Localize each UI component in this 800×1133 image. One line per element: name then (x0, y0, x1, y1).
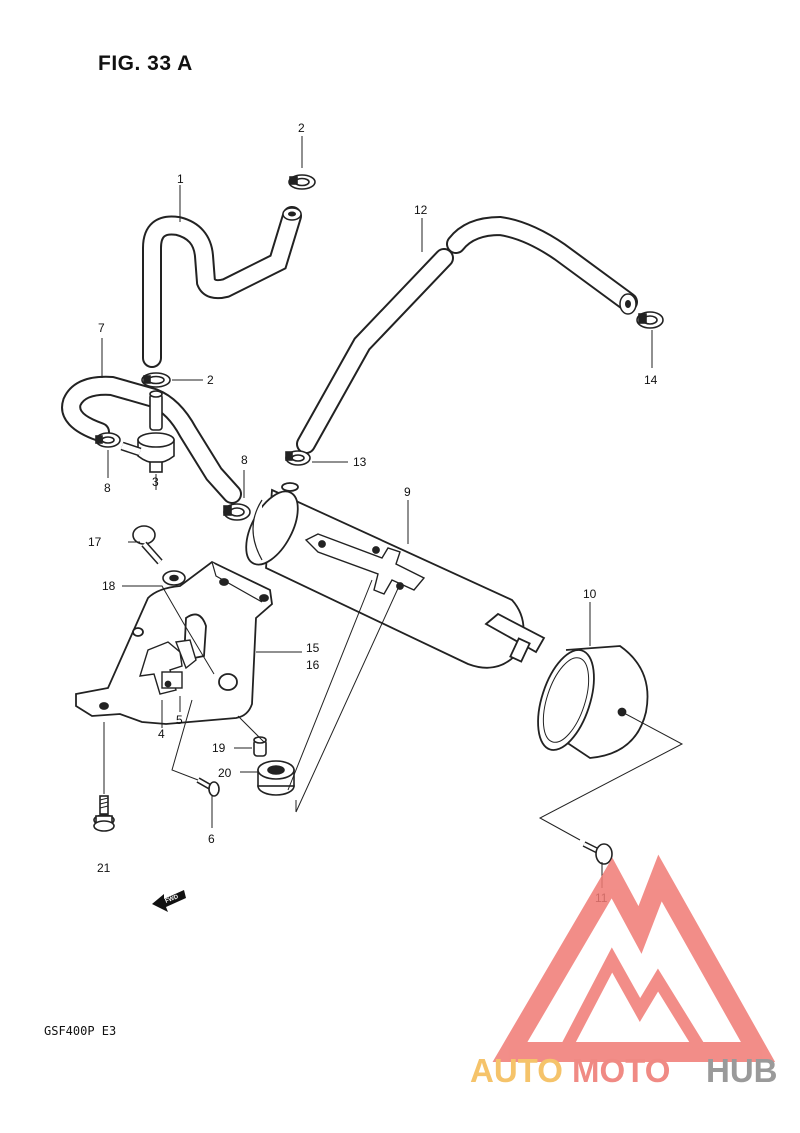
label-21: 21 (97, 861, 111, 875)
figure-title: FIG. 33 A (98, 52, 193, 75)
clamp-2-upper (288, 174, 316, 190)
label-18: 18 (102, 579, 116, 593)
label-6: 6 (208, 832, 215, 846)
washer-18 (162, 570, 186, 586)
collar-19 (253, 736, 267, 757)
leader-lines (101, 136, 684, 888)
label-3: 3 (152, 475, 159, 489)
label-10: 10 (583, 587, 597, 601)
label-20: 20 (218, 766, 232, 780)
hose-1 (142, 206, 302, 368)
fwd-arrow-label: FWD (165, 894, 181, 905)
label-15: 15 (306, 641, 320, 655)
watermark-logo (492, 854, 776, 1062)
label-8-left: 8 (104, 481, 111, 495)
cap-10 (537, 645, 649, 759)
fwd-arrow: FWD (152, 890, 186, 912)
label-1: 1 (177, 172, 184, 186)
screw-6 (196, 777, 220, 797)
label-2-upper: 2 (298, 121, 305, 135)
canister-9 (245, 482, 546, 669)
label-5: 5 (176, 713, 183, 727)
label-2-lower: 2 (207, 373, 214, 387)
label-13: 13 (353, 455, 367, 469)
watermark-moto: MOTO (572, 1052, 670, 1089)
label-7: 7 (98, 321, 105, 335)
hose-7 (61, 375, 242, 504)
label-14: 14 (644, 373, 658, 387)
bolt-21 (93, 795, 115, 832)
label-8-right: 8 (241, 453, 248, 467)
clamp-13 (285, 450, 311, 466)
hose-12 (296, 215, 638, 454)
label-16: 16 (306, 658, 320, 672)
grommet-20 (257, 760, 295, 796)
clamp-8-left (95, 432, 121, 448)
valve-3 (120, 390, 175, 473)
clamp-2-lower (141, 372, 171, 388)
label-17: 17 (88, 535, 102, 549)
clamp-14 (636, 311, 664, 329)
bolt-17 (132, 525, 163, 565)
label-9: 9 (404, 485, 411, 499)
label-4: 4 (158, 727, 165, 741)
clamp-8-right (223, 503, 251, 521)
bracket-15-16 (75, 560, 273, 725)
watermark-hub: HUB (706, 1052, 778, 1089)
label-12: 12 (414, 203, 428, 217)
part-labels: 1 2 2 3 4 5 6 7 8 8 9 10 11 12 13 14 15 … (88, 121, 658, 905)
watermark-auto: AUTO (470, 1052, 563, 1089)
screw-11 (582, 841, 613, 865)
watermark-text: AUTO MOTO HUB (470, 1052, 778, 1089)
model-code: GSF400P E3 (44, 1024, 117, 1038)
label-19: 19 (212, 741, 226, 755)
